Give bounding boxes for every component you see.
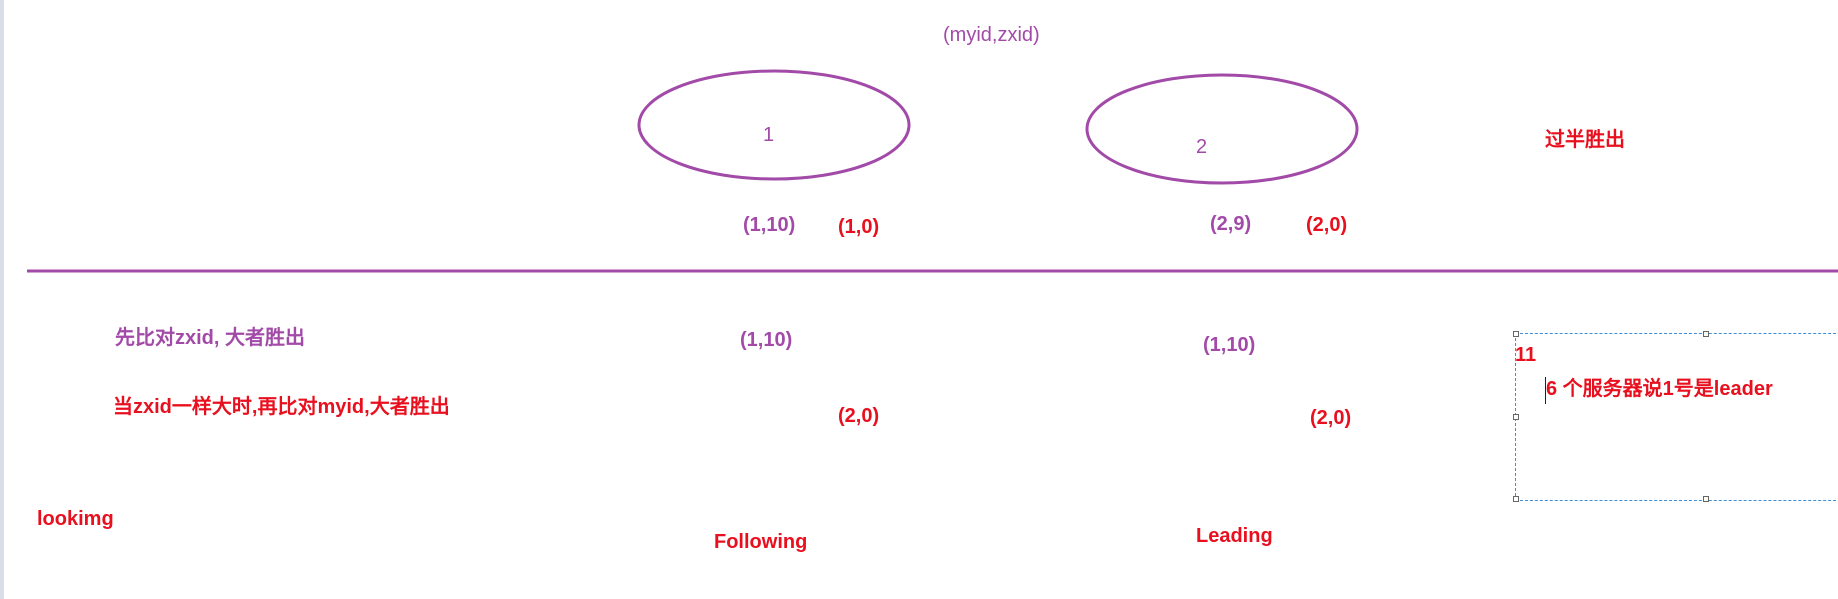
resize-handle-bottom-left[interactable]: [1513, 496, 1519, 502]
left-edge-bar: [0, 0, 4, 599]
resize-handle-mid-left[interactable]: [1513, 414, 1519, 420]
textbox-line-2[interactable]: 6 个服务器说1号是leader: [1546, 378, 1773, 400]
textbox-line-1: 11: [1515, 344, 1537, 366]
state-leading-label: Leading: [1196, 525, 1273, 547]
state-following-label: Following: [714, 531, 808, 553]
resize-handle-top-left[interactable]: [1513, 331, 1519, 337]
selected-textbox[interactable]: [1513, 331, 1838, 502]
resize-handle-bottom-mid[interactable]: [1703, 496, 1709, 502]
server-1-ellipse[interactable]: [637, 69, 911, 181]
rule-compare-zxid: 先比对zxid, 大者胜出: [115, 327, 306, 349]
resize-handle-top-mid[interactable]: [1703, 331, 1709, 337]
server-1-vote-purple: (1,10): [743, 214, 796, 236]
text-caret: [1545, 377, 1546, 404]
server-2-vote-purple: (2,9): [1210, 213, 1252, 235]
legend-label: (myid,zxid): [943, 24, 1040, 46]
col2-vote-purple: (1,10): [1203, 334, 1256, 356]
server-1-vote-red: (1,0): [838, 216, 880, 238]
rule-compare-myid: 当zxid一样大时,再比对myid,大者胜出: [113, 396, 450, 418]
col1-vote-purple: (1,10): [740, 329, 793, 351]
server-1-id-label: 1: [763, 124, 775, 146]
state-looking-label: lookimg: [37, 508, 114, 530]
col1-vote-red: (2,0): [838, 405, 880, 427]
server-2-ellipse[interactable]: [1085, 73, 1359, 185]
server-2-id-label: 2: [1196, 136, 1208, 158]
server-2-vote-red: (2,0): [1306, 214, 1348, 236]
col2-vote-red: (2,0): [1310, 407, 1352, 429]
majority-wins-label: 过半胜出: [1545, 129, 1625, 151]
